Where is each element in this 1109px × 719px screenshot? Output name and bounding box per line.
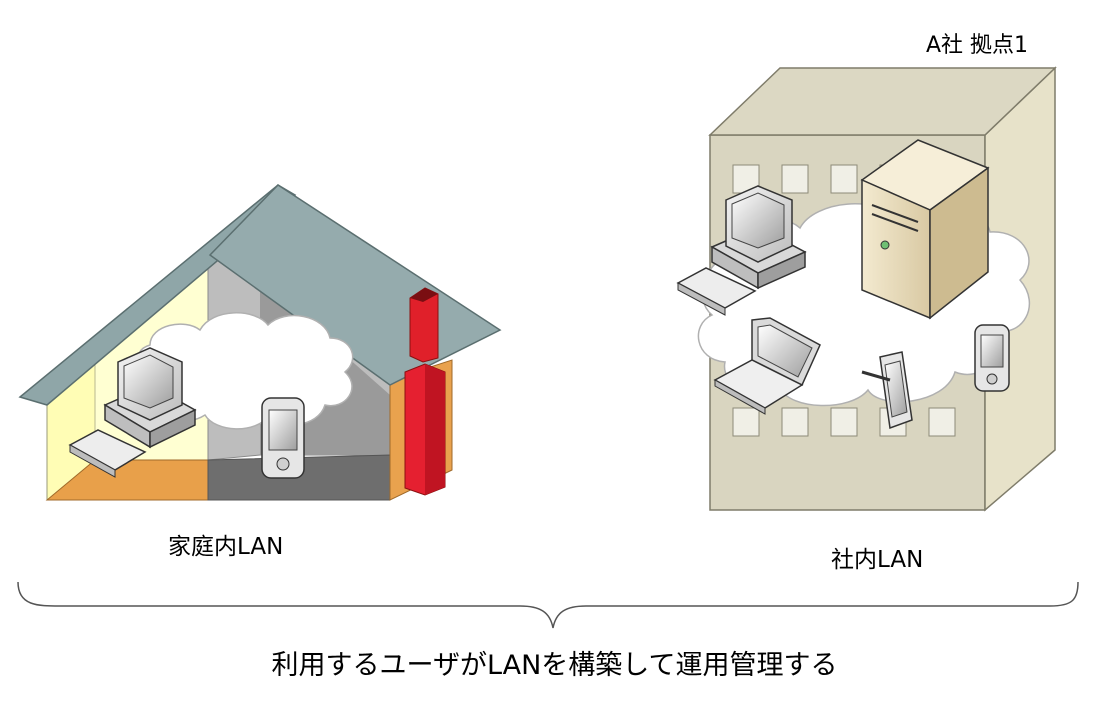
server-icon [860, 139, 990, 320]
house-chimney-top [410, 288, 438, 302]
caption: 利用するユーザがLANを構築して運用管理する [271, 650, 838, 681]
house-illustration [18, 184, 502, 501]
grouping-brace [17, 581, 1079, 629]
home-lan-label: 家庭内LAN [168, 534, 284, 560]
pda-icon [974, 324, 1010, 392]
house-chimney-lower-shade [425, 364, 445, 495]
pda-icon [261, 397, 305, 479]
keyboard-icon [68, 429, 147, 478]
keyboard-icon [676, 267, 757, 316]
desktop-computer-icon [103, 347, 197, 449]
tablet-icon [861, 351, 913, 430]
site-label: A社 拠点1 [926, 33, 1029, 58]
building-top [708, 67, 1057, 136]
office-lan-label: 社内LAN [831, 547, 924, 573]
laptop-icon [713, 317, 821, 415]
office-building [676, 66, 1057, 512]
desktop-computer-icon [710, 185, 807, 290]
